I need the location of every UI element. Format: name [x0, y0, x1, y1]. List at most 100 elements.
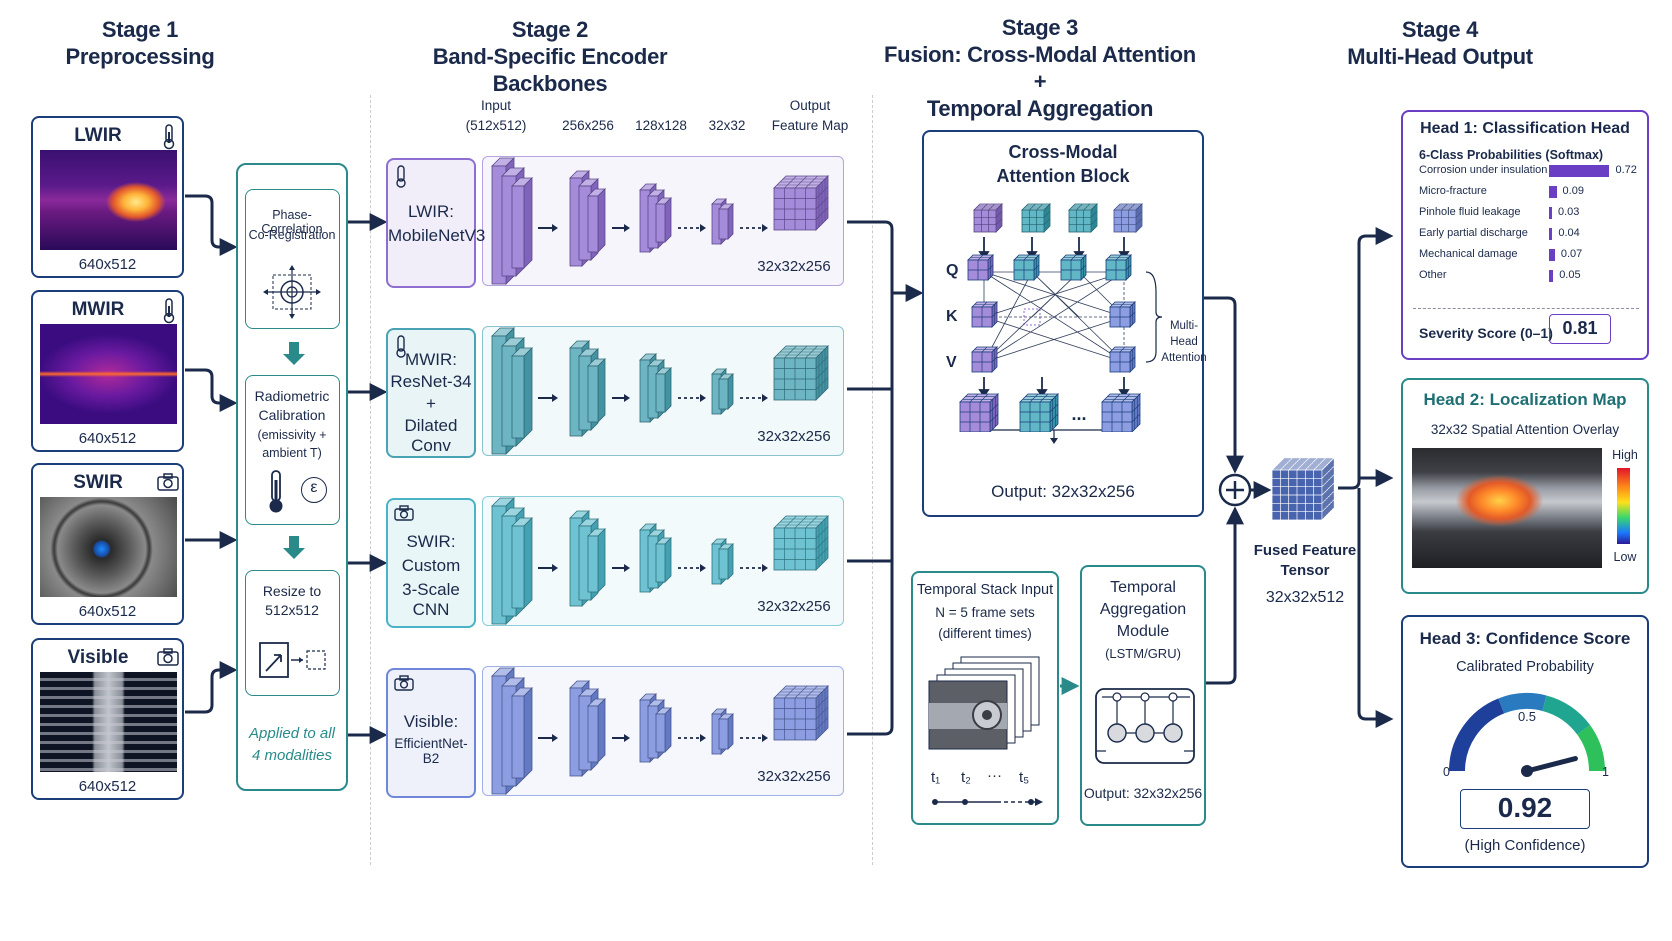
stage1-label: Stage 1: [101, 17, 179, 42]
cm-title-1: Cross-Modal: [1008, 142, 1118, 162]
calib-line1: Radiometric: [254, 388, 330, 404]
input-card-lwir: LWIR 640x512: [31, 116, 184, 278]
encoder-output-size: 32x32x256: [757, 258, 831, 275]
resize-box: Resize to 512x512: [245, 570, 340, 696]
thermometer-icon: [161, 298, 177, 329]
legend-low: Low: [1613, 550, 1637, 564]
input-card-visible: Visible 640x512: [31, 638, 184, 800]
mha-1: Multi-: [1169, 320, 1199, 332]
arrow-mwir-pre: [185, 368, 238, 412]
camera-icon: [394, 675, 414, 696]
confidence-value-box: [1460, 789, 1590, 829]
arrow-tensor-heads: [1338, 227, 1394, 490]
cm-title-2: Attention Block: [996, 166, 1130, 186]
encoder-label: SWIR:: [406, 532, 456, 551]
encoder-label: MWIR:: [405, 350, 457, 369]
swir-flange-image: [40, 497, 177, 597]
camera-icon: [157, 473, 179, 496]
attention-cubes: [959, 203, 1143, 432]
frame-stack-image: [927, 655, 1045, 760]
class-value: 0.09: [1562, 185, 1584, 197]
cm-ellipsis: ...: [1071, 404, 1087, 424]
encoder-label: ResNet-34: [390, 372, 472, 391]
severity-label: Severity Score (0–1): [1419, 325, 1553, 341]
head2-localization: Head 2: Localization Map 32x32 Spatial A…: [1401, 378, 1649, 594]
input-name: LWIR: [74, 125, 122, 146]
tam-line3: Module: [1116, 623, 1170, 640]
thermometer-icon: [394, 165, 408, 194]
gauge-1: 1: [1602, 765, 1609, 779]
coregistration-box: Phase-Correlation Co-Registration: [245, 189, 340, 329]
visible-insulator-image: [40, 672, 177, 772]
input-name: Visible: [67, 647, 129, 668]
lstm-cell-diagram: [1095, 688, 1195, 764]
encoder-label-box: LWIR: MobileNetV3: [386, 158, 486, 288]
input-name: MWIR: [71, 299, 125, 320]
applied-note-2: 4 modalities: [251, 747, 333, 764]
class-label: Pinhole fluid leakage: [1419, 206, 1521, 218]
mwir-thermal-image: [40, 324, 177, 424]
cm-output: Output: 32x32x256: [991, 482, 1135, 501]
attention-diagram: [978, 237, 1163, 444]
head3-subtitle: Calibrated Probability: [1456, 659, 1594, 675]
class-value: 0.72: [1615, 164, 1637, 176]
legend-high: High: [1612, 448, 1638, 462]
calibration-box: Radiometric Calibration (emissivity + am…: [245, 375, 340, 525]
encoder-label: Dilated Conv: [404, 416, 458, 455]
fused-line2: Tensor: [1280, 562, 1330, 579]
thermometer-icon: [394, 335, 408, 364]
tam-line4: (LSTM/GRU): [1105, 646, 1181, 661]
class-label: Early partial discharge: [1419, 227, 1528, 239]
stage1-title: Stage 1 Preprocessing: [40, 16, 240, 70]
head1-subtitle: 6-Class Probabilities (Softmax): [1419, 148, 1604, 162]
confidence-gauge: [1449, 693, 1605, 777]
camera-icon: [157, 648, 179, 671]
head1-divider: [1413, 308, 1639, 309]
enc-col-128: 128x128: [635, 118, 687, 133]
timeline-icon: [932, 798, 1043, 806]
class-probability-bar: [1549, 165, 1610, 177]
enc-col-256: 256x256: [562, 118, 614, 133]
arrow-lwir-pre: [185, 194, 238, 256]
temporal-stack-input: Temporal Stack Input N = 5 frame sets (d…: [911, 571, 1059, 825]
confidence-note: (High Confidence): [1464, 837, 1586, 854]
class-row: Pinhole fluid leakage 0.03: [1419, 204, 1641, 222]
class-label: Corrosion under insulation: [1419, 164, 1548, 176]
encoder-label: LWIR:: [408, 202, 454, 221]
preprocessing-panel: Phase-Correlation Co-Registration Radiom…: [236, 163, 348, 791]
encoder-layer-stack: [491, 497, 829, 625]
stage4-label: Stage 4: [1401, 17, 1479, 42]
encoder-output-size: 32x32x256: [757, 428, 831, 445]
fused-tensor-cube: [1270, 448, 1336, 535]
v-label: V: [946, 354, 957, 371]
class-probability-bar: [1549, 228, 1553, 240]
tam-output: Output: 32x32x256: [1083, 785, 1203, 801]
class-value: 0.03: [1558, 206, 1580, 218]
tam-line1: Temporal: [1110, 579, 1176, 596]
q-label: Q: [946, 262, 959, 279]
class-probability-bar: [1549, 270, 1554, 282]
mha-2: Head: [1170, 336, 1198, 348]
coreg-line1: Phase-Correlation: [261, 208, 323, 236]
encoder-layer-stack: [491, 327, 829, 455]
encoder-label: MobileNetV3: [388, 226, 486, 245]
stage3-subtitle-2: Temporal Aggregation: [926, 96, 1154, 121]
encoder-row: LWIR: MobileNetV3 32x32x256: [386, 148, 846, 298]
encoder-layer-stack: [491, 667, 829, 795]
t2-label: t₂: [961, 769, 971, 786]
stage4-title: Stage 4 Multi-Head Output: [1330, 16, 1550, 70]
input-res: 640x512: [78, 778, 137, 795]
confidence-value: 0.92: [1497, 792, 1553, 823]
stage3-title: Stage 3 Fusion: Cross-Modal Attention + …: [880, 14, 1200, 122]
encoder-label-box: Visible:EfficientNet-B2: [386, 668, 476, 798]
resize-icon: [259, 641, 327, 686]
input-name: SWIR: [73, 472, 123, 493]
arrow-vis-pre: [185, 661, 238, 714]
input-res: 640x512: [78, 603, 137, 620]
encoder-label: Visible:: [403, 712, 459, 731]
